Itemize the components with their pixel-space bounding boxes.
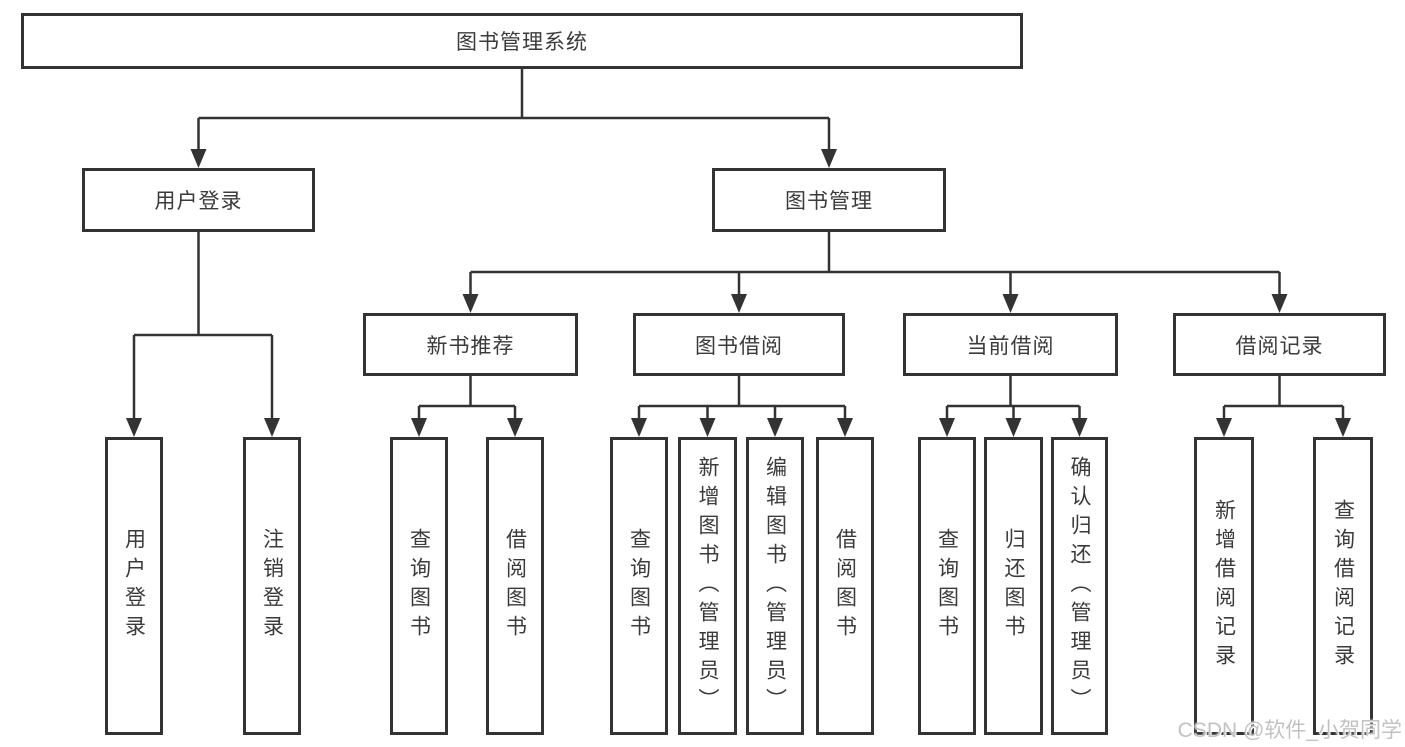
node-label: 借阅图书 [503,528,527,644]
edge-book-management-to-level2 [462,232,1288,313]
node-root-system: 图书管理系统 [21,13,1023,69]
edge-new-book-recommend-to-leaves [411,376,523,437]
arrow-down-icon [767,418,783,437]
arrow-down-icon [939,418,955,437]
arrow-down-icon [837,418,853,437]
node-label: 借阅记录 [1235,334,1324,358]
edge-line [945,376,1081,420]
arrow-down-icon [1005,418,1022,437]
leaf-nbr-borrow-books: 借阅图书 [486,437,544,735]
edge-line [469,232,1281,296]
node-label: 新书推荐 [426,334,515,358]
leaf-bb-add-books-admin: 新增图书（管理员） [678,437,737,735]
leaf-cb-query-books: 查询图书 [918,437,976,735]
arrow-down-icon [190,149,207,168]
arrow-down-icon [264,418,280,437]
node-book-borrowing: 图书借阅 [633,313,845,376]
arrow-down-icon [699,418,716,437]
node-borrowing-records: 借阅记录 [1173,313,1386,376]
node-label: 借阅图书 [833,528,857,644]
node-label: 图书借阅 [695,334,783,358]
node-label: 用户登录 [154,190,243,213]
arrow-down-icon [731,294,747,313]
node-label: 查询图书 [407,528,431,644]
leaf-cb-confirm-return-admin: 确认归还（管理员） [1051,437,1108,735]
arrow-down-icon [126,418,142,437]
edge-line [1222,376,1345,420]
leaf-logout: 注销登录 [243,437,301,735]
arrow-down-icon [1335,418,1351,437]
node-book-management: 图书管理 [712,168,946,232]
node-label: 新增图书（管理员） [696,455,719,717]
leaf-bb-borrow-books: 借阅图书 [816,437,874,735]
edge-book-borrowing-to-leaves [631,376,853,437]
arrow-down-icon [631,418,647,437]
edge-user-login-to-leaves [126,232,280,437]
node-label: 确认归还（管理员） [1068,455,1091,717]
node-new-book-recommend: 新书推荐 [363,313,578,376]
edge-current-borrowing-to-leaves [939,376,1088,437]
leaf-bb-edit-books-admin: 编辑图书（管理员） [746,437,804,735]
leaf-br-query-record: 查询借阅记录 [1313,437,1373,735]
node-label: 查询图书 [935,528,959,644]
node-label: 注销登录 [260,528,284,644]
arrow-down-icon [1271,294,1288,313]
edge-borrowing-records-to-leaves [1216,376,1351,437]
node-label: 当前借阅 [966,334,1055,358]
arrow-down-icon [462,294,479,313]
edge-line [417,376,517,420]
arrow-down-icon [1002,294,1019,313]
edge-root-to-level1 [190,69,837,168]
node-label: 图书管理 [785,190,873,213]
arrow-down-icon [1216,418,1232,437]
arrow-down-icon [1071,418,1088,437]
leaf-nbr-query-books: 查询图书 [390,437,448,735]
node-label: 查询图书 [627,528,651,644]
leaf-br-add-record: 新增借阅记录 [1194,437,1254,735]
edge-line [132,232,274,419]
node-current-borrowing: 当前借阅 [903,313,1118,376]
node-label: 归还图书 [1002,528,1025,644]
node-user-login: 用户登录 [82,168,315,232]
leaf-user-login: 用户登录 [105,437,163,735]
node-label: 查询借阅记录 [1331,499,1355,673]
node-label: 编辑图书（管理员） [763,455,787,717]
node-label: 新增借阅记录 [1212,499,1236,673]
edge-line [197,69,831,150]
arrow-down-icon [411,418,427,437]
leaf-bb-query-books: 查询图书 [610,437,668,735]
edge-line [637,376,847,420]
node-label: 图书管理系统 [456,31,588,54]
csdn-watermark: CSDN @软件_小贺同学 [1177,719,1402,742]
node-label: 用户登录 [122,528,146,644]
arrow-down-icon [821,149,837,168]
leaf-cb-return-books: 归还图书 [984,437,1043,735]
arrow-down-icon [507,418,523,437]
